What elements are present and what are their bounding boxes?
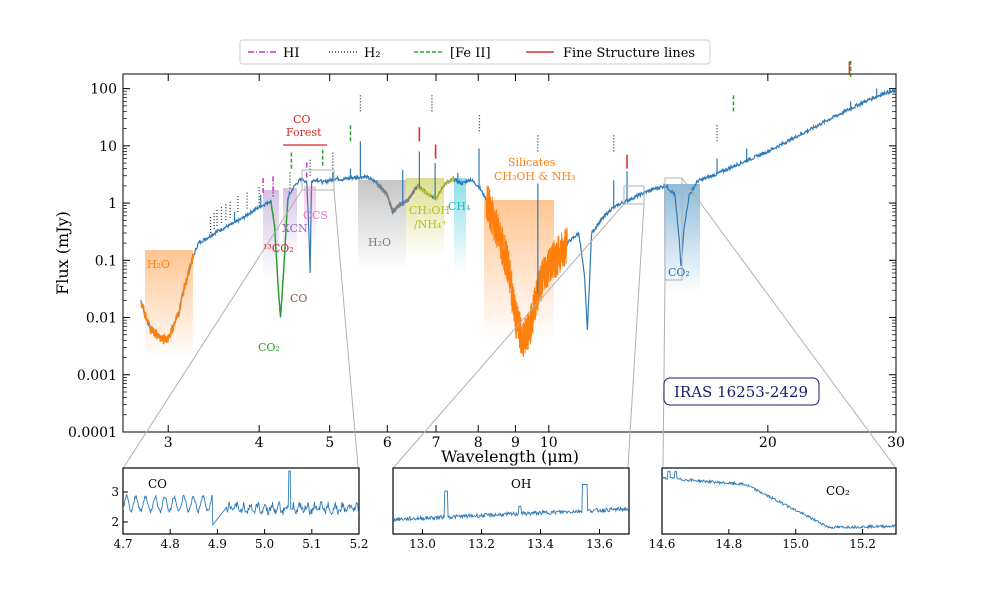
inset-x-tick-label: 15.0	[782, 537, 809, 551]
y-tick-label: 100	[90, 82, 117, 98]
x-tick-label: 4	[255, 435, 264, 451]
inset-x-tick-label: 13.4	[527, 537, 554, 551]
ann-ch4: CH₄	[448, 200, 471, 213]
x-tick-label: 20	[759, 435, 777, 451]
y-tick-label: 0.0001	[68, 425, 117, 441]
inset-co: CO 4.7 4.8 4.9 5.0 5.1 5.2 2 3	[111, 467, 369, 551]
inset-x-tick-label: 5.0	[255, 537, 274, 551]
inset-x-tick-label: 13.2	[468, 537, 495, 551]
co2-4um-line	[270, 199, 289, 317]
h2o-6um-line	[375, 180, 418, 214]
ann-ch3oh-2: /NH₄⁺	[414, 218, 447, 231]
ann-silicates-1: Silicates	[508, 156, 556, 169]
ann-ch3oh-1: CH₃OH	[409, 204, 450, 217]
annotations: H₂O CO₂ ¹³CO₂ XCN OCS CO CO Forest H₂O C…	[147, 113, 690, 354]
ann-co-forest-1: CO	[293, 113, 310, 126]
inset-co2-spectrum	[662, 470, 896, 530]
target-label-text: IRAS 16253-2429	[674, 383, 808, 401]
inset-co-spectrum	[123, 470, 359, 526]
h2o-band-shade	[145, 250, 193, 360]
main-axes-frame	[122, 73, 897, 433]
zoom-box-co2	[664, 177, 683, 281]
inset-oh: OH 13.0 13.2 13.4 13.6	[392, 467, 630, 551]
inset-y-tick-label: 3	[111, 485, 119, 499]
inset-y-tick-label: 2	[111, 515, 119, 529]
inset-x-tick-label: 4.8	[161, 537, 180, 551]
x-tick-label: 7	[432, 435, 441, 451]
legend-hi-label: HI	[283, 46, 299, 61]
x-tick-label: 10	[540, 435, 558, 451]
inset-x-tick-label: 4.9	[208, 537, 227, 551]
ann-ocs: OCS	[303, 209, 328, 222]
y-axis-label: Flux (mJy)	[53, 211, 72, 295]
inset-co2-label: CO₂	[826, 484, 850, 498]
ann-co2-15um: CO₂	[668, 266, 690, 279]
x-tick-label: 30	[887, 435, 905, 451]
inset-x-tick-label: 13.0	[409, 537, 436, 551]
y-tick-label: 0.001	[77, 368, 117, 384]
legend-fs-label: Fine Structure lines	[563, 46, 695, 61]
x-tick-label: 3	[164, 435, 173, 451]
ann-silicates-2: CH₃OH & NH₃	[494, 170, 575, 183]
y-ticks: 0.0001 0.001 0.01 0.1 1 10 100	[68, 82, 896, 441]
inset-x-tick-label: 14.6	[649, 537, 676, 551]
x-tick-label: 8	[474, 435, 483, 451]
inset-oh-spectrum	[393, 484, 629, 523]
ann-xcn: XCN	[282, 222, 308, 235]
inset-x-tick-label: 13.6	[586, 537, 613, 551]
y-tick-label: 1	[108, 196, 117, 212]
inset-x-tick-label: 15.2	[849, 537, 876, 551]
legend-h2-label: H₂	[364, 46, 381, 61]
inset-co2-ticks: 14.6 14.8 15.0 15.2	[649, 529, 876, 551]
x-axis-label: Wavelength (μm)	[441, 447, 579, 466]
x-ticks: 3 4 5 6 7 8 9 10 20 30	[164, 74, 905, 451]
x-tick-label: 9	[511, 435, 520, 451]
inset-x-tick-label: 4.7	[113, 537, 132, 551]
co2-band-shade	[263, 190, 279, 280]
inset-x-tick-label: 14.8	[715, 537, 742, 551]
y-tick-label: 0.1	[95, 253, 117, 269]
xcn-band-shade	[283, 188, 297, 258]
ch4-band-shade	[454, 178, 466, 273]
ann-co-forest-2: Forest	[286, 126, 322, 139]
inset-oh-label: OH	[511, 477, 531, 491]
target-label: IRAS 16253-2429	[663, 377, 820, 406]
ann-co-ice: CO	[290, 292, 307, 305]
zoom-box-oh	[623, 185, 645, 205]
inset-x-tick-label: 5.1	[302, 537, 321, 551]
ann-co2-4um: CO₂	[258, 341, 280, 354]
legend-box	[239, 39, 711, 65]
h2o-3um-line	[140, 253, 195, 345]
legend: HI H₂ [Fe II] Fine Structure lines	[239, 39, 711, 65]
ann-h2o-6um: H₂O	[368, 236, 391, 249]
ann-h2o-3um: H₂O	[147, 258, 170, 271]
legend-fe-label: [Fe II]	[450, 46, 491, 61]
zoom-connectors	[123, 169, 896, 468]
inset-co2: CO₂ 14.6 14.8 15.0 15.2	[649, 467, 897, 551]
ocs-band-shade	[304, 186, 316, 246]
inset-oh-ticks: 13.0 13.2 13.4 13.6	[409, 529, 613, 551]
silicate-noise-line	[485, 185, 568, 358]
zoom-box-co	[301, 169, 335, 191]
line-markers	[209, 60, 852, 233]
inset-co-label: CO	[148, 477, 167, 491]
y-tick-label: 10	[99, 139, 117, 155]
x-tick-label: 6	[383, 435, 392, 451]
inset-co-ticks: 4.7 4.8 4.9 5.0 5.1 5.2 2 3	[111, 485, 368, 551]
x-tick-label: 5	[325, 435, 334, 451]
y-tick-label: 0.01	[86, 311, 117, 327]
h2o-6um-band-shade	[358, 180, 406, 270]
inset-x-tick-label: 5.2	[349, 537, 368, 551]
ann-13co2: ¹³CO₂	[263, 242, 294, 255]
